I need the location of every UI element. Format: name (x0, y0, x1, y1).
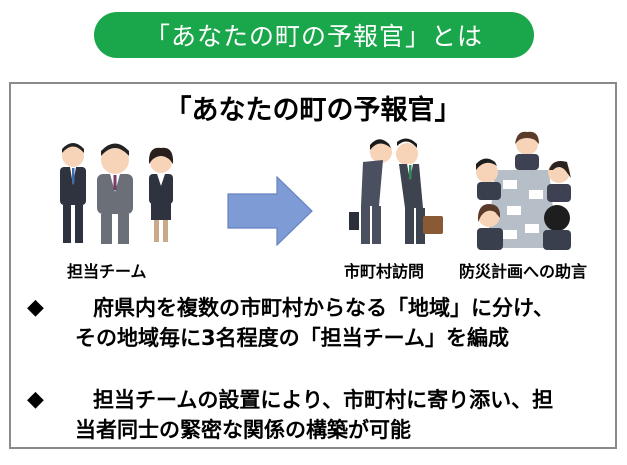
bullet-line: その地域毎に3名程度の「担当チーム」を編成 (75, 326, 509, 350)
diamond-bullet-icon: ◆ (27, 387, 44, 412)
caption-team: 担当チーム (67, 262, 147, 281)
caption-advice: 防災計画への助言 (459, 262, 588, 281)
bowing-visit-icon (349, 138, 443, 244)
bullet-line: 府県内を複数の市町村からなる「地域」に分け、 (93, 296, 554, 320)
panel-title: 「あなたの町の予報官」 (164, 95, 462, 126)
team-people-icon (60, 143, 174, 244)
content-panel: 「あなたの町の予報官」 担当チーム (9, 82, 617, 449)
bullet-item: ◆ 担当チームの設置により、市町村に寄り添い、担 当者同士の緊密な関係の構築が可… (27, 385, 607, 445)
right-arrow-icon (227, 176, 313, 246)
bullet-line: 当者同士の緊密な関係の構築が可能 (75, 418, 411, 442)
diamond-bullet-icon: ◆ (27, 295, 44, 320)
bullet-line: 担当チームの設置により、市町村に寄り添い、担 (93, 388, 554, 412)
caption-visit: 市町村訪問 (344, 262, 425, 281)
header-title-banner: 「あなたの町の予報官」とは (94, 12, 534, 58)
meeting-table-icon (476, 131, 571, 250)
bullet-item: ◆ 府県内を複数の市町村からなる「地域」に分け、 その地域毎に3名程度の「担当チ… (27, 293, 607, 353)
header-title: 「あなたの町の予報官」とは (144, 22, 483, 51)
